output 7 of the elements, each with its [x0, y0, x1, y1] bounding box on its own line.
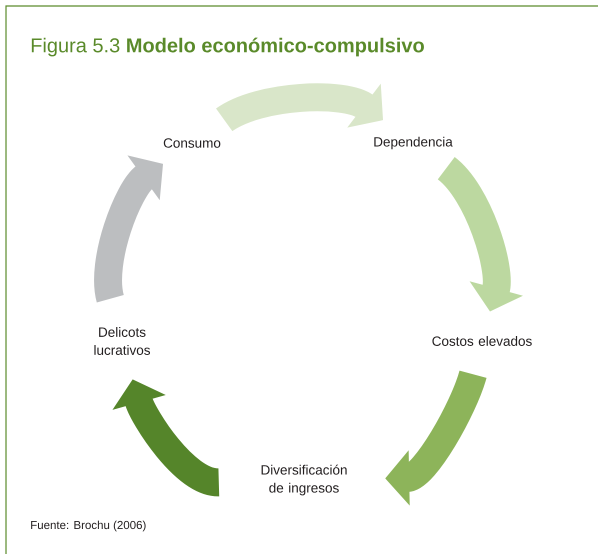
cycle-label: Delicots lucrativos	[94, 327, 150, 355]
cycle-label: Costos elevados	[432, 336, 532, 346]
source-note: Fuente: Brochu (2006)	[31, 520, 146, 532]
cycle-label: Dependencia	[374, 136, 453, 150]
figure-title: Figura 5.3 Modelo económico-compulsivo	[32, 38, 424, 56]
cycle-label: Consumo	[164, 138, 220, 148]
cycle-label: Diversificación de ingresos	[262, 464, 347, 496]
